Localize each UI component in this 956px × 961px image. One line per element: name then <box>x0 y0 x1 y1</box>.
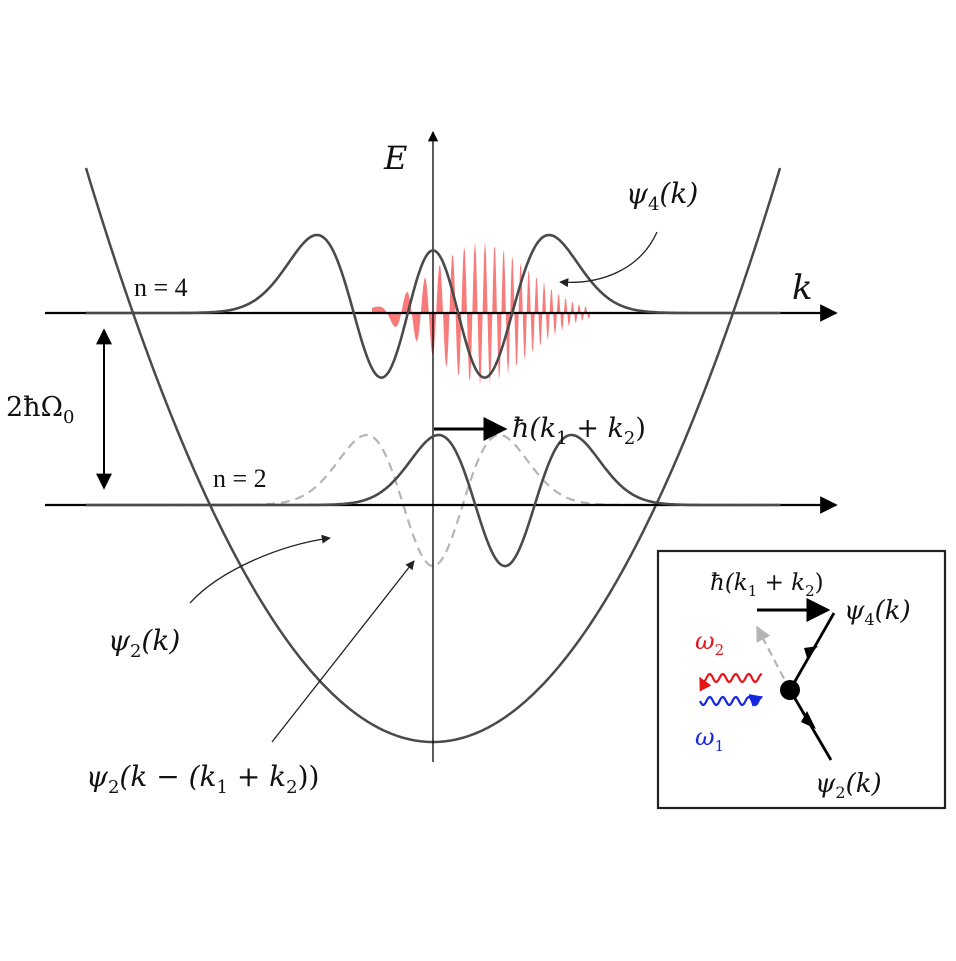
psi2-shifted-pointer-arrow <box>271 560 415 743</box>
inset-psi4-label: ψ4(k) <box>844 596 911 629</box>
level-spacing-label: 2ħΩ0 <box>6 392 74 428</box>
n2-level-label: n = 2 <box>213 464 267 493</box>
momentum-axis-label: k <box>792 268 813 308</box>
inset-omega2-label: ω2 <box>695 627 724 659</box>
psi2-label: ψ2(k) <box>108 624 180 662</box>
vertex-inset: ħ(k1 + k2) ω2 ω1 ψ4(k) ψ2(k) <box>656 549 947 810</box>
psi2-pointer-arrow <box>189 534 331 604</box>
inset-dashed-virtual-line <box>756 625 791 691</box>
momentum-shift-label: ħ(k1 + k2) <box>512 413 646 449</box>
psi2-curve <box>86 433 781 568</box>
n4-level-label: n = 4 <box>134 273 188 302</box>
inset-omega1-label: ω1 <box>695 723 724 755</box>
inset-psi2-direction-arrowhead <box>801 711 816 729</box>
inset-psi2-label: ψ2(k) <box>815 769 882 802</box>
psi4-curve <box>86 233 781 380</box>
inset-vertex-dot <box>780 680 800 700</box>
energy-axis-label: E <box>383 139 407 177</box>
psi4-pointer-arrow <box>559 231 658 288</box>
inset-shift-label: ħ(k1 + k2) <box>710 570 824 600</box>
psi2-shifted-label: ψ2(k − (k1 + k2)) <box>86 760 319 798</box>
psi4-label: ψ4(k) <box>626 177 698 215</box>
omega1-photon-wave <box>699 694 764 707</box>
inset-psi4-direction-arrowhead <box>804 646 818 658</box>
omega2-photon-wave <box>699 672 763 692</box>
